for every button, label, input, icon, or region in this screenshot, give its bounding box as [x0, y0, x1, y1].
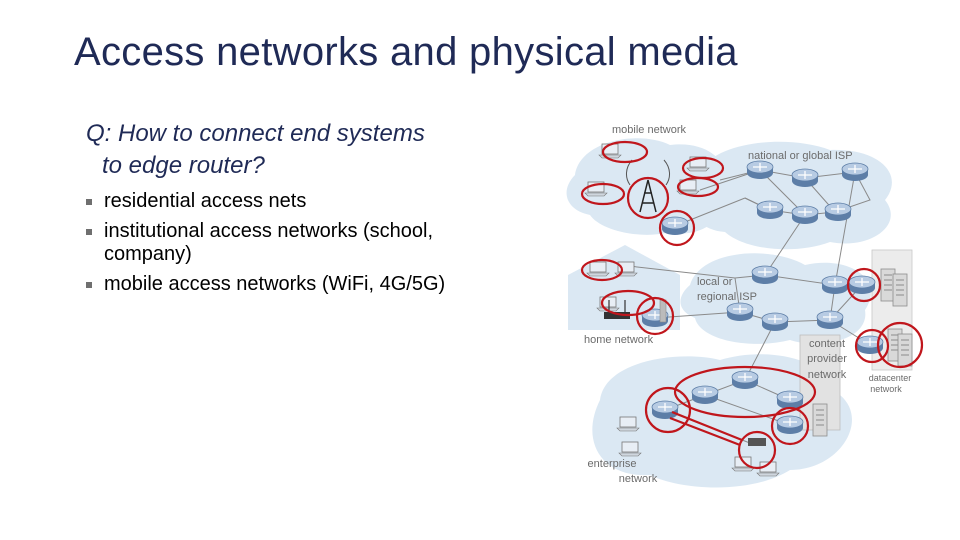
bullet-item: mobile access networks (WiFi, 4G/5G): [84, 273, 514, 296]
slide-title: Access networks and physical media: [74, 30, 738, 74]
label-local-isp-1: local or: [697, 276, 733, 288]
question-line-2: to edge router?: [102, 152, 265, 179]
label-local-isp-2: regional ISP: [697, 291, 757, 303]
bullet-list: residential access nets institutional ac…: [84, 190, 514, 303]
label-home-network: home network: [584, 334, 654, 346]
bullet-text: residential access nets: [104, 190, 307, 212]
label-datacenter-2: network: [870, 384, 902, 394]
label-content-1: content: [809, 338, 845, 350]
home-modem-icon: [659, 299, 667, 323]
label-content-3: network: [808, 369, 847, 381]
label-national-isp: national or global ISP: [748, 150, 853, 162]
bullet-item: institutional access networks (school, c…: [84, 220, 514, 266]
label-mobile-network: mobile network: [612, 124, 686, 136]
national-isp-cloud: [689, 141, 892, 250]
bullet-square-icon: [86, 282, 92, 288]
access-highlights: [580, 140, 924, 470]
label-enterprise-1: enterprise: [588, 458, 637, 470]
bullet-item: residential access nets: [84, 190, 514, 213]
label-enterprise-2: network: [619, 473, 658, 485]
bullet-text: institutional access networks (school, c…: [104, 220, 434, 265]
bullet-text: mobile access networks (WiFi, 4G/5G): [104, 273, 446, 295]
network-diagram: mobile network national or global ISP lo…: [566, 124, 924, 488]
label-datacenter-1: datacenter: [869, 373, 912, 383]
question-line-1: Q: How to connect end systems: [86, 120, 425, 147]
bullet-square-icon: [86, 229, 92, 235]
label-content-2: provider: [807, 353, 847, 365]
enterprise-ap-icon: [748, 438, 766, 446]
bullet-square-icon: [86, 199, 92, 205]
cell-tower-icon: [626, 159, 670, 213]
question-text: Q: How to connect end systems to edge ro…: [86, 118, 526, 182]
enterprise-network-cloud: [592, 354, 852, 488]
